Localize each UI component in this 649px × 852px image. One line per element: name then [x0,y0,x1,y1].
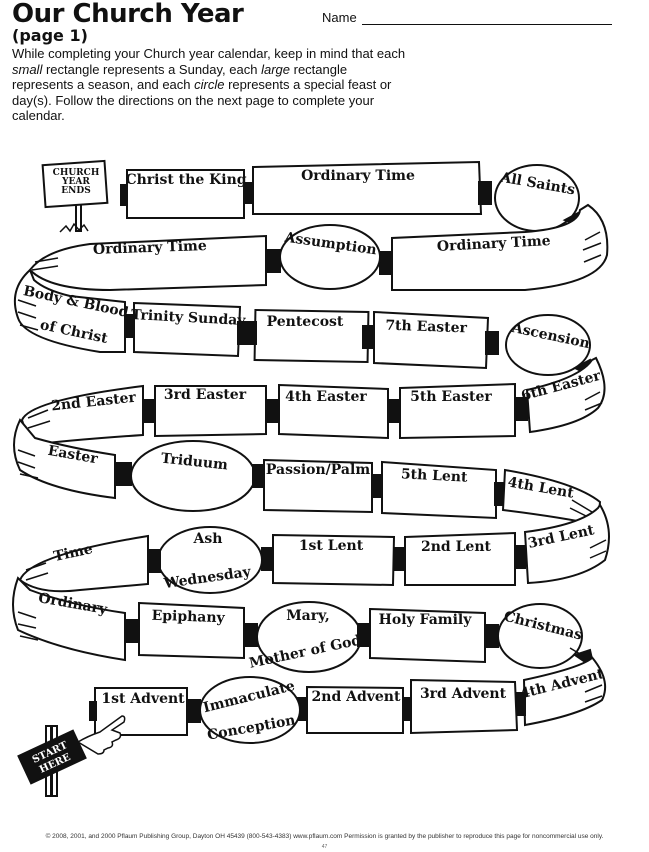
season-ordinary-time-2[interactable] [391,203,609,291]
sunday-5th-lent[interactable] [381,460,497,520]
intro-text: represents a special feast or day(s). Fo… [12,77,392,123]
label-ordinary-time-1: Ordinary Time [93,238,207,258]
season-ordinary-time-0[interactable] [12,576,126,662]
label-triduum: Triduum [160,451,229,474]
page-title: Our Church Year [12,0,244,29]
name-field[interactable] [362,24,612,25]
sunday-epiphany[interactable] [138,601,245,660]
label-ordinary-time-2: Ordinary Time [437,233,552,255]
page-subtitle: (page 1) [12,26,88,45]
end-sign-line: YEAR [61,177,90,187]
end-sign: CHURCH YEAR ENDS [41,159,109,233]
label-ordinary-time-3: Ordinary Time [301,168,415,184]
intro-text: rectangle represents a Sunday, each [42,61,262,77]
label-mary: Mary, [286,608,330,624]
season-ordinary-time-3[interactable] [252,160,483,215]
feast-christmas[interactable] [497,603,583,669]
sunday-christ-the-king[interactable] [126,169,245,219]
label-4th-easter: 4th Easter [285,389,367,405]
sunday-holy-family[interactable] [369,607,486,664]
label-2nd-advent: 2nd Advent [312,689,401,705]
label-holy-family: Holy Family [379,612,473,628]
label-5th-easter: 5th Easter [410,389,492,405]
label-5th-lent: 5th Lent [401,466,469,485]
label-passion-palm: Passion/Palm [266,462,370,478]
intro-text: While completing your Church year calend… [12,46,406,61]
sunday-4th-advent[interactable] [522,654,606,727]
pointing-hand-icon [76,715,126,755]
label-trinity-sunday: Trinity Sunday [131,307,247,329]
feast-triduum[interactable] [130,440,256,512]
label-2nd-lent: 2nd Lent [421,539,492,555]
intro-emphasis-large: large [261,61,290,77]
end-sign-line: ENDS [61,186,90,196]
sunday-7th-easter[interactable] [373,310,490,370]
instructions: While completing your Church year calend… [12,46,412,124]
copyright-footer: © 2008, 2001, and 2000 Pflaum Publishing… [45,833,604,840]
sunday-6th-easter[interactable] [525,356,606,434]
start-sign: START HERE [17,715,126,797]
label-ash: Ash [193,531,223,547]
season-easter[interactable] [13,418,116,500]
label-1st-lent: 1st Lent [299,538,364,554]
label-christ-the-king: Christ the King [125,172,246,188]
intro-emphasis-small: small [12,61,43,77]
label-3rd-advent: 3rd Advent [420,686,507,702]
intro-emphasis-circle: circle [194,77,225,92]
intro-text: rectangle represents a season, and each [12,61,348,93]
sunday-passion-palm[interactable] [263,458,373,514]
sunday-3rd-lent[interactable] [523,503,610,585]
feast-ascension[interactable] [505,314,591,376]
name-label: Name [322,10,357,25]
page-number: 47 [321,844,328,850]
label-1st-advent: 1st Advent [101,691,185,707]
label-epiphany: Epiphany [151,608,226,627]
label-pentecost: Pentecost [267,314,344,330]
label-7th-easter: 7th Easter [385,318,468,337]
label-3rd-easter: 3rd Easter [164,387,247,403]
feast-body-and-blood[interactable] [14,268,126,353]
sunday-trinity[interactable] [133,301,242,358]
end-sign-line: CHURCH [53,168,100,178]
